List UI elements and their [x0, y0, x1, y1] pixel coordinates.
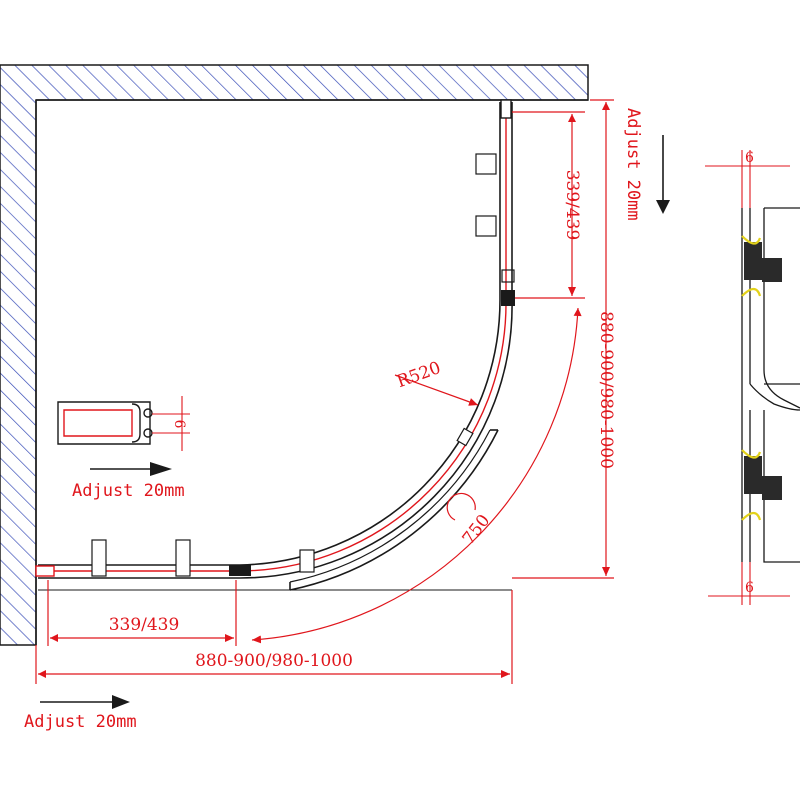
overall-height-label: 880-900/980-1000 [596, 311, 616, 469]
adjust-horizontal-arrow-icon [150, 462, 172, 476]
bracket-bottom-1 [91, 539, 107, 577]
upper-roller [744, 242, 762, 280]
curved-track-inner [239, 299, 501, 566]
adjust-bottom-label: Adjust 20mm [24, 712, 137, 732]
bottom-panel-width-label: 339/439 [109, 615, 180, 635]
bracket-right-1 [475, 153, 497, 175]
profile-clip [131, 403, 141, 443]
side-detail-top-dimension [705, 150, 790, 208]
fitting-bottom [229, 565, 251, 576]
adjust-vertical-label: Adjust 20mm [623, 108, 643, 221]
door-handle-upper [456, 427, 474, 447]
right-panel-width-label: 339/439 [562, 170, 582, 241]
radius-label: R520 [394, 358, 443, 392]
side-detail-upper-body [763, 207, 800, 409]
fitting-top-box [501, 269, 515, 283]
side-detail-top-thickness-label: 6 [745, 150, 754, 166]
side-detail-lower-body [763, 383, 800, 563]
dimension-overall-width [35, 590, 513, 684]
bottom-end-cap [35, 565, 55, 577]
profile-seal-bottom [143, 428, 153, 438]
profile-detail [57, 401, 153, 445]
enclosure-frame [38, 102, 513, 591]
side-detail-joint [749, 383, 800, 411]
glass-lines [45, 110, 507, 572]
arc-length-label: 750 [459, 511, 495, 549]
adjust-horizontal-label: Adjust 20mm [72, 481, 185, 501]
right-end-cap [500, 99, 512, 119]
profile-outer [57, 401, 151, 445]
arc-dimension-line [251, 307, 582, 644]
wall-brackets [91, 153, 497, 577]
dimension-bottom-panel [47, 580, 237, 646]
wall-section [0, 64, 589, 646]
bracket-right-2 [475, 215, 497, 237]
profile-inner-glass [63, 409, 133, 437]
profile-dimension [152, 396, 190, 451]
lower-roller [744, 456, 762, 494]
overall-width-label: 880-900/980-1000 [195, 651, 353, 671]
profile-thickness-label: 6 [171, 420, 187, 429]
door-handle-lower [299, 549, 315, 573]
end-caps [35, 99, 512, 577]
bracket-bottom-2 [175, 539, 191, 577]
lower-seal [741, 449, 762, 521]
adjust-bottom-arrow-icon [112, 695, 130, 709]
side-detail-rollers [741, 235, 782, 521]
adjust-vertical-arrow-icon [656, 200, 670, 214]
upper-seal [741, 235, 762, 297]
arc-symbol [446, 492, 476, 521]
side-detail-bottom-dimension [708, 562, 790, 605]
dimension-right-panel [512, 111, 585, 299]
profile-seal-top [143, 408, 153, 418]
lower-roller-axle [762, 476, 782, 500]
fitting-top [501, 290, 515, 306]
side-detail-bottom-thickness-label: 6 [745, 580, 754, 596]
upper-roller-axle [762, 258, 782, 282]
